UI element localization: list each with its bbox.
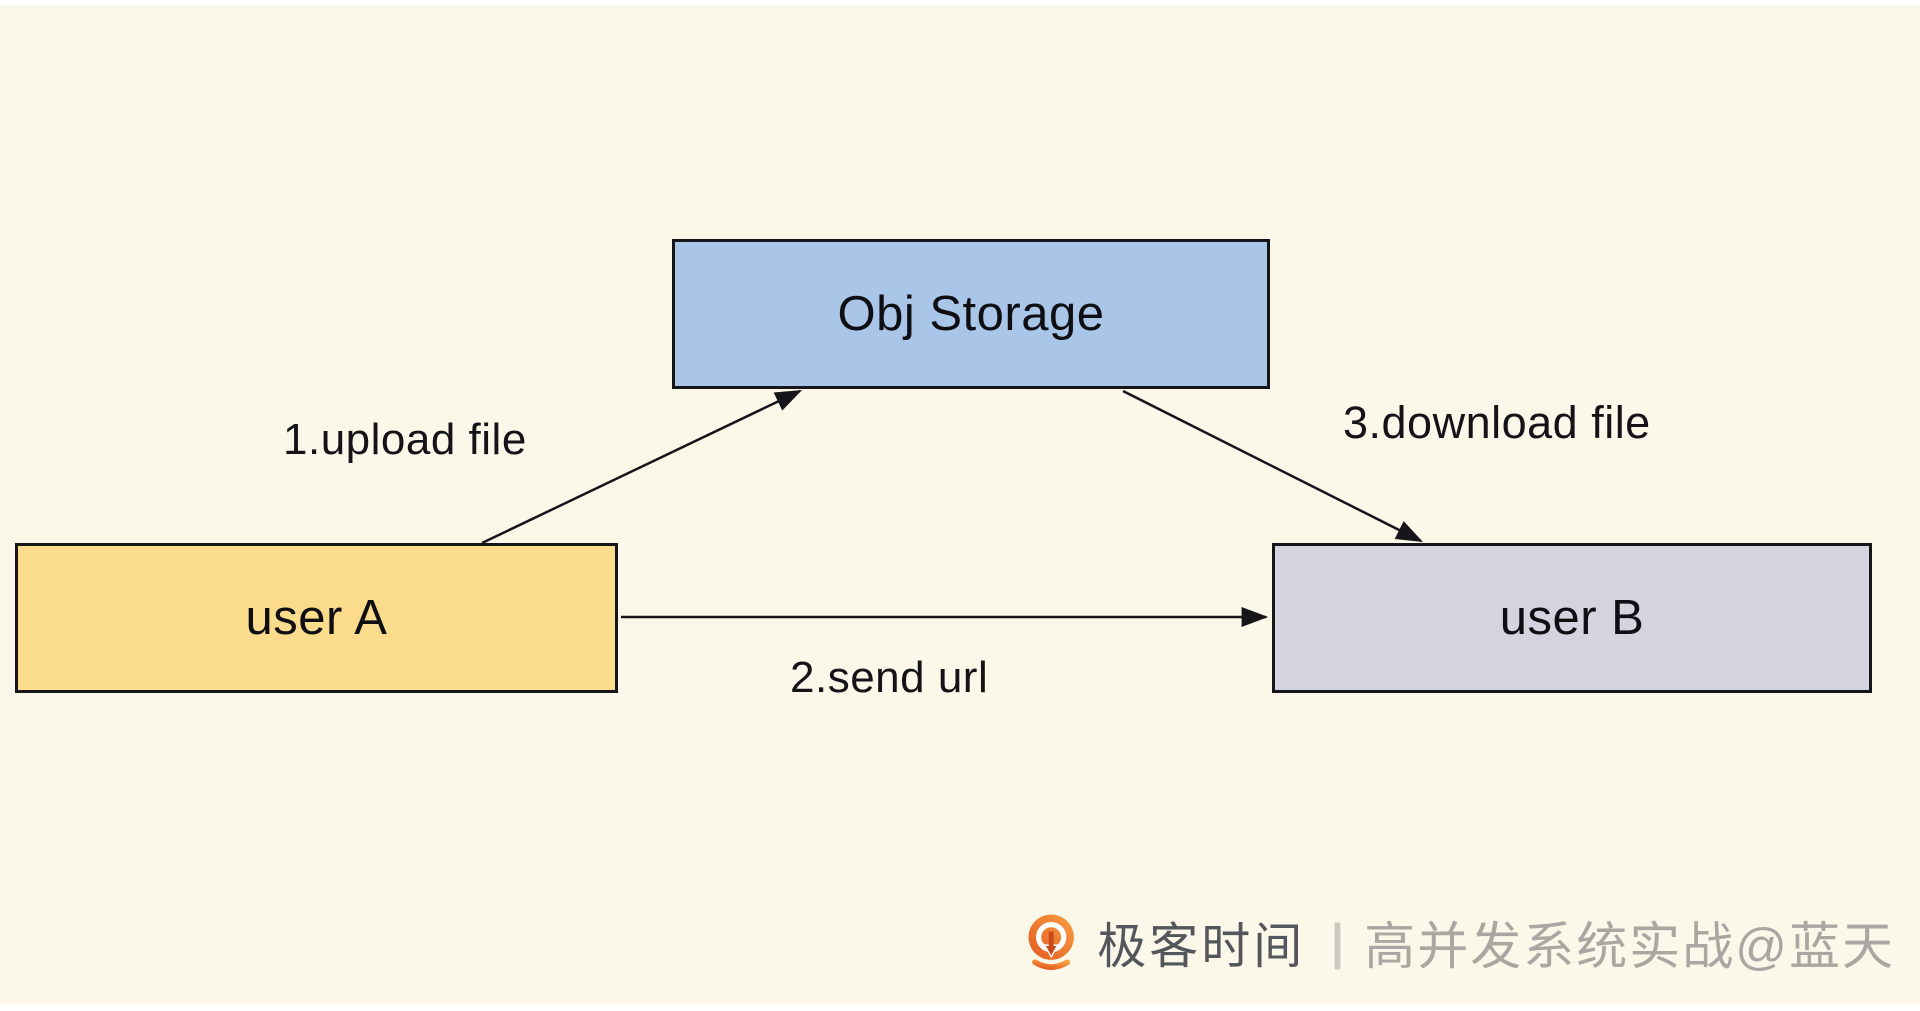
upload-arrow-label: 1.upload file [283,415,527,464]
send-url-arrow-label: 2.send url [790,653,989,702]
node-user-a: user A [15,543,618,693]
download-arrow [1122,389,1423,543]
node-user-a-label: user A [245,591,388,645]
watermark: 极客时间 | 高并发系统实战@蓝天 [1021,906,1895,978]
slide-bottom-margin [0,1004,1920,1011]
node-obj-storage-label: Obj Storage [837,287,1105,341]
node-obj-storage: Obj Storage [672,239,1270,389]
node-user-b-label: user B [1499,591,1645,645]
watermark-separator: | [1328,914,1347,970]
geektime-logo-icon [1028,914,1075,970]
node-user-b: user B [1272,543,1872,693]
download-arrow-label: 3.download file [1343,397,1651,448]
upload-arrow [481,389,803,545]
watermark-brand: 极客时间 [1097,919,1306,974]
watermark-credit: 高并发系统实战@蓝天 [1364,918,1895,975]
slide-top-margin [0,0,1920,5]
